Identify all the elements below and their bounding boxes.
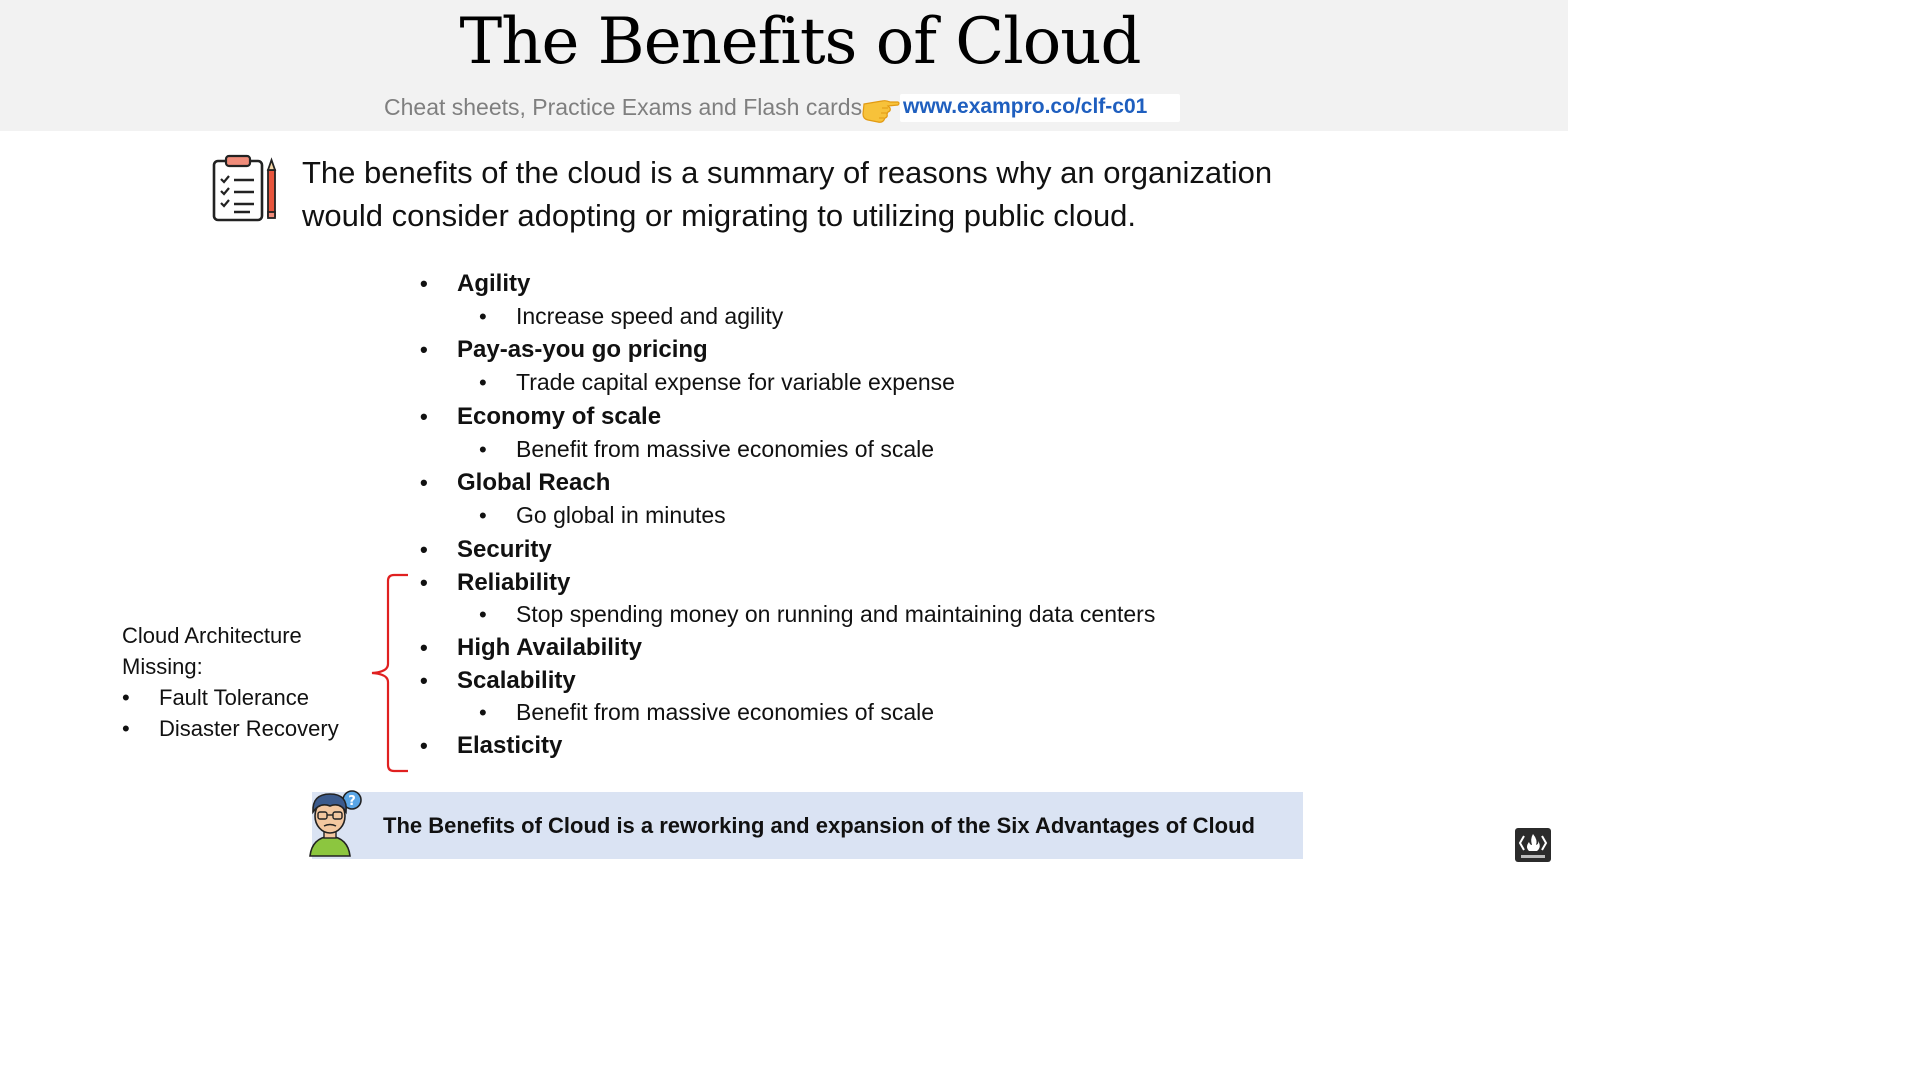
callout-box	[312, 792, 1303, 859]
flame-logo-icon	[1518, 834, 1548, 858]
side-note: Cloud Architecture Missing: •Fault Toler…	[122, 620, 382, 744]
benefit-detail-item: •Stop spending money on running and main…	[479, 601, 1156, 627]
intro-text: The benefits of the cloud is a summary o…	[302, 151, 1402, 237]
header-band	[0, 0, 1568, 131]
benefit-name: Elasticity	[457, 732, 563, 759]
benefit-name: Agility	[457, 270, 531, 297]
channel-logo-icon	[1515, 828, 1551, 862]
benefit-item: •Economy of scale	[420, 403, 662, 430]
benefit-detail: Benefit from massive economies of scale	[516, 699, 935, 725]
side-note-item: •Disaster Recovery	[122, 716, 339, 741]
slide-subtitle: Cheat sheets, Practice Exams and Flash c…	[384, 94, 863, 120]
benefit-name: High Availability	[457, 634, 642, 661]
benefit-detail: Benefit from massive economies of scale	[516, 436, 935, 462]
benefit-detail-item: •Increase speed and agility	[479, 303, 784, 329]
benefit-name: Pay-as-you go pricing	[457, 336, 708, 363]
red-brace	[371, 573, 408, 773]
benefit-item: •Pay-as-you go pricing	[420, 336, 708, 363]
benefit-detail-item: •Benefit from massive economies of scale	[479, 436, 935, 462]
svg-text:?: ?	[348, 794, 356, 809]
side-note-item-label: Fault Tolerance	[159, 685, 310, 710]
slide-title: The Benefits of Cloud	[459, 5, 1142, 79]
callout-text: The Benefits of Cloud is a reworking and…	[383, 813, 1255, 838]
benefit-detail-item: •Trade capital expense for variable expe…	[479, 369, 955, 395]
side-note-line-1: Cloud Architecture	[122, 623, 302, 648]
benefit-item: •Scalability	[420, 667, 576, 694]
pointing-hand-icon	[862, 100, 900, 123]
benefit-name: Reliability	[457, 569, 571, 596]
benefit-detail-item: •Benefit from massive economies of scale	[479, 699, 935, 725]
benefit-item: •Reliability	[420, 569, 571, 596]
benefit-item: •Elasticity	[420, 732, 563, 759]
benefit-name: Global Reach	[457, 469, 611, 496]
exampro-link[interactable]: www.exampro.co/clf-c01	[903, 95, 1148, 118]
side-note-item: •Fault Tolerance	[122, 685, 310, 710]
benefit-detail-item: •Go global in minutes	[479, 502, 726, 528]
intro-line-1: The benefits of the cloud is a summary o…	[302, 155, 1273, 190]
benefit-detail: Increase speed and agility	[516, 303, 784, 329]
side-note-line-2: Missing:	[122, 654, 203, 679]
benefit-item: •High Availability	[420, 634, 642, 661]
benefit-item: •Agility	[420, 270, 531, 297]
benefit-detail: Stop spending money on running and maint…	[516, 601, 1156, 627]
benefit-name: Scalability	[457, 667, 576, 694]
confused-person-icon: ?	[309, 790, 362, 857]
benefit-detail: Trade capital expense for variable expen…	[516, 369, 955, 395]
clipboard-checklist-icon	[212, 154, 277, 222]
side-note-item-label: Disaster Recovery	[159, 716, 339, 741]
benefit-name: Security	[457, 536, 552, 563]
intro-line-2: would consider adopting or migrating to …	[302, 198, 1137, 233]
benefit-item: •Security	[420, 536, 552, 563]
link-background	[900, 94, 1180, 122]
benefit-name: Economy of scale	[457, 403, 662, 430]
benefit-detail: Go global in minutes	[516, 502, 726, 528]
benefit-item: •Global Reach	[420, 469, 611, 496]
